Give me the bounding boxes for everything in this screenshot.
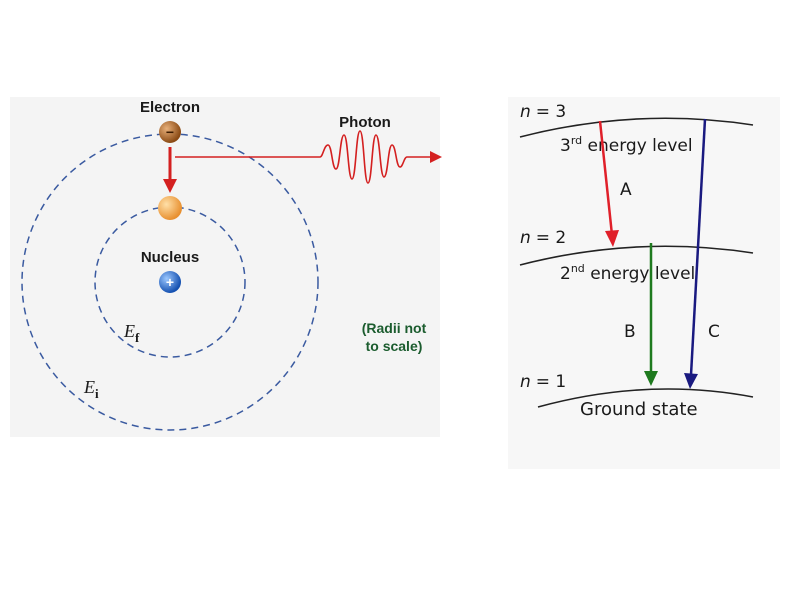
energy-level-svg: n= 3 n= 2 n= 1 3rd energy level 2nd ener… (519, 102, 754, 420)
energy-level-panel: n= 3 n= 2 n= 1 3rd energy level 2nd ener… (508, 97, 780, 469)
initial-energy-symbol: Ei (83, 377, 99, 401)
level-1-name: Ground state (580, 399, 698, 420)
bohr-model-svg: − + Electron Photon Nucleus Ef Ei (Radii… (21, 99, 442, 431)
electron (159, 121, 181, 143)
final-energy-symbol: Ef (123, 321, 140, 345)
transition-c-arrow (689, 118, 707, 376)
level-3-n-label: n= 3 (520, 102, 566, 122)
nucleus (159, 271, 181, 293)
photon-label: Photon (339, 114, 391, 131)
electron-new-position (158, 196, 182, 220)
electron-transition-arrowhead (163, 179, 177, 193)
scale-note-line2: to scale) (366, 338, 423, 354)
level-2-n-label: n= 2 (520, 228, 566, 248)
electron-sign: − (166, 124, 174, 140)
transition-a-arrowhead (605, 230, 619, 247)
transition-b-arrowhead (644, 371, 658, 386)
level-1-curve (537, 388, 754, 408)
nucleus-sign: + (166, 274, 174, 290)
level-2-curve (519, 245, 754, 266)
transition-c-arrowhead (684, 373, 698, 389)
transition-c-label: C (708, 322, 720, 342)
level-3-curve (519, 117, 754, 138)
scale-note-line1: (Radii not (362, 320, 427, 336)
level-2-name: 2nd energy level (560, 262, 695, 284)
level-1-n-label: n= 1 (520, 372, 566, 392)
bohr-model-panel: − + Electron Photon Nucleus Ef Ei (Radii… (10, 97, 442, 437)
transition-a-label: A (620, 180, 632, 200)
photon-wave (175, 130, 430, 184)
electron-label: Electron (140, 99, 200, 116)
nucleus-label: Nucleus (141, 249, 199, 266)
transition-b-label: B (624, 322, 636, 342)
level-3-name: 3rd energy level (560, 134, 693, 156)
transition-a-arrow (598, 120, 614, 236)
photon-arrowhead (430, 151, 442, 163)
